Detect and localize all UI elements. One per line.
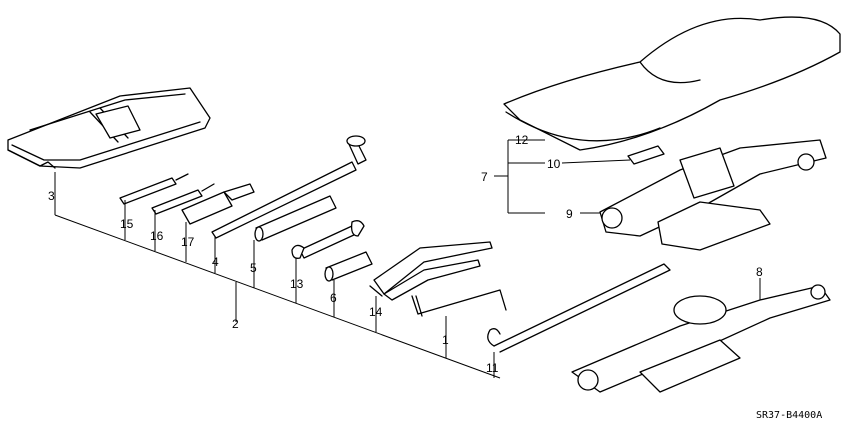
pliers-14-drawing xyxy=(369,241,493,301)
callout-2: 2 xyxy=(232,317,239,331)
callout-15: 15 xyxy=(120,217,134,231)
open-wrench-13-drawing xyxy=(291,220,365,259)
callout-9: 9 xyxy=(566,207,573,221)
callout-7: 7 xyxy=(481,170,488,184)
callout-17: 17 xyxy=(181,235,195,249)
jack-bag-drawing xyxy=(503,16,841,151)
callout-6: 6 xyxy=(330,291,337,305)
callout-16: 16 xyxy=(150,229,164,243)
callout-14: 14 xyxy=(369,305,383,319)
extension-bar-5-drawing xyxy=(254,195,337,242)
screwdriver-15-drawing xyxy=(119,173,189,205)
callout-3: 3 xyxy=(48,189,55,203)
jack-assembly-top-drawing xyxy=(599,139,827,251)
callout-13: 13 xyxy=(290,277,304,291)
tool-bag-drawing xyxy=(7,87,211,169)
jack-label-10-drawing xyxy=(627,145,665,165)
wheel-brace-1-drawing xyxy=(411,289,507,317)
screwdriver-17-drawing xyxy=(181,183,255,225)
callout-10: 10 xyxy=(547,157,561,171)
jack-assembly-bottom-drawing xyxy=(571,284,831,393)
jack-handle-11-drawing xyxy=(487,263,671,353)
diagram-code: SR37-B4400A xyxy=(756,410,822,421)
callout-12: 12 xyxy=(515,133,529,147)
callout-5: 5 xyxy=(250,261,257,275)
callout-1: 1 xyxy=(442,333,449,347)
callout-8: 8 xyxy=(756,265,763,279)
callout-4: 4 xyxy=(212,255,219,269)
socket-6-drawing xyxy=(324,251,373,282)
callout-11: 11 xyxy=(486,361,499,375)
